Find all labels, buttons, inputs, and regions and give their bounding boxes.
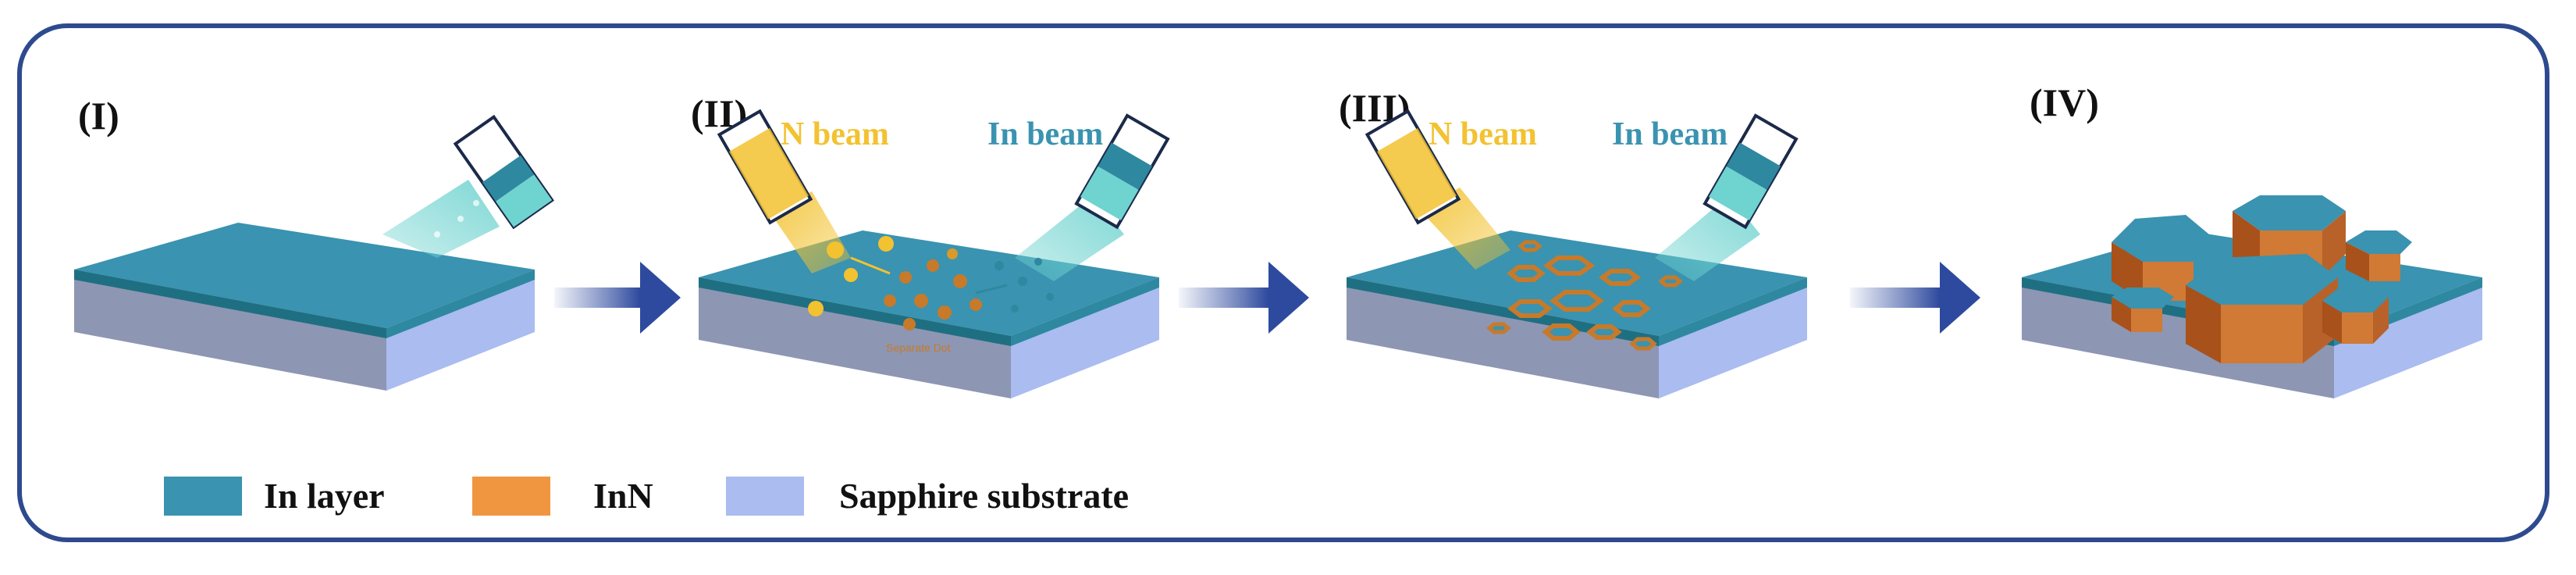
legend-in-layer-label: In layer bbox=[264, 476, 385, 516]
step-3-inn-islands bbox=[1486, 240, 1683, 351]
process-arrow-3 bbox=[1850, 262, 1980, 334]
step-2-in-beam-label: In beam bbox=[987, 116, 1103, 152]
step-2-n-beam-label: N beam bbox=[781, 116, 889, 152]
step-3-in-beam-label: In beam bbox=[1612, 116, 1727, 152]
diagram-frame bbox=[17, 23, 2549, 542]
inn-swatch bbox=[472, 477, 550, 516]
step-1-substrate bbox=[74, 223, 535, 391]
legend-inn-label: InN bbox=[593, 476, 653, 516]
in-layer-swatch bbox=[164, 477, 242, 516]
step-3-n-beam-label: N beam bbox=[1429, 116, 1537, 152]
process-arrow-1 bbox=[554, 262, 681, 334]
sapphire-swatch bbox=[726, 477, 804, 516]
legend: In layer InN Sapphire substrate bbox=[164, 476, 1129, 516]
process-arrow-2 bbox=[1179, 262, 1309, 334]
step-2-separate-dot-note: Separate Dot bbox=[886, 341, 951, 354]
step-1-in-cell bbox=[382, 114, 554, 258]
step-2-n-cell bbox=[717, 109, 851, 273]
step-4-label: (IV) bbox=[2030, 80, 2099, 124]
legend-sapphire-label: Sapphire substrate bbox=[839, 476, 1129, 516]
step-1-label: (I) bbox=[78, 94, 119, 138]
step-3-n-cell bbox=[1364, 109, 1510, 270]
step-3-in-cell bbox=[1655, 113, 1799, 281]
step-2-in-cell bbox=[1015, 113, 1170, 281]
step-4-inn-crystals bbox=[2112, 195, 2412, 363]
step-2-nucleation-dots bbox=[808, 236, 1054, 330]
